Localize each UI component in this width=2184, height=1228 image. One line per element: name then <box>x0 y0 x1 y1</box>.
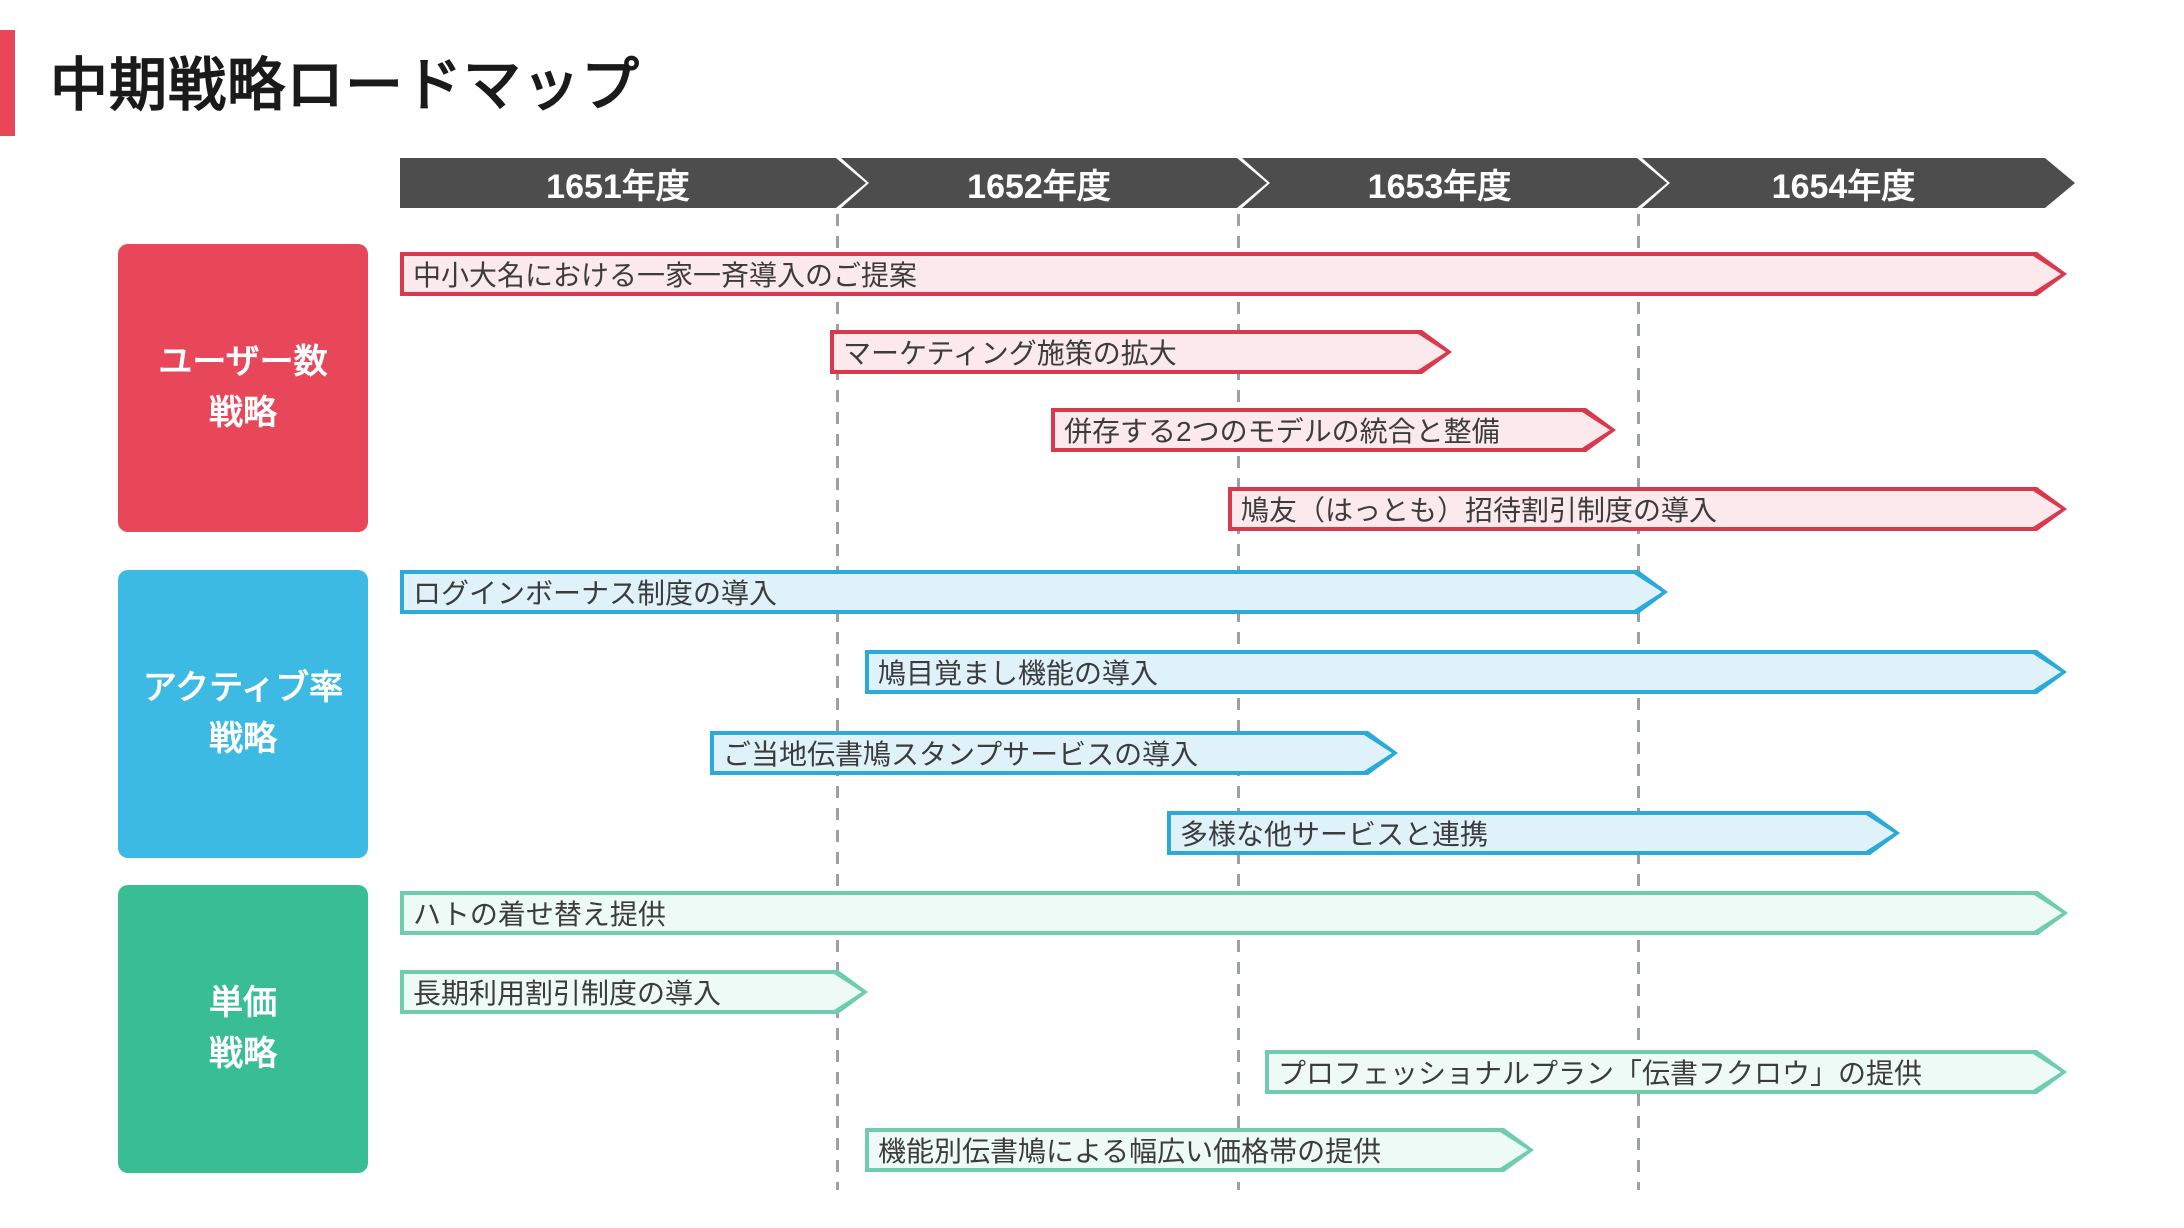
title-accent-bar <box>0 30 15 136</box>
group-label-text: 戦略 <box>209 394 277 432</box>
roadmap-bar-fill <box>1055 412 1610 448</box>
roadmap-bar: 機能別伝書鳩による幅広い価格帯の提供 <box>865 1128 1534 1172</box>
year-gridline <box>1237 214 1240 1190</box>
timeline-year-label: 1653年度 <box>1367 167 1512 206</box>
roadmap-bar-fill <box>404 895 2062 931</box>
timeline-year-label: 1654年度 <box>1771 167 1916 206</box>
roadmap-bar: 鳩友（はっとも）招待割引制度の導入 <box>1228 487 2067 531</box>
roadmap-bar-fill <box>404 974 862 1010</box>
roadmap-bar-fill <box>404 256 2061 292</box>
timeline-year-label: 1652年度 <box>967 167 1111 206</box>
roadmap-bar-label: 多様な他サービスと連携 <box>1180 819 1489 850</box>
group-label-box: アクティブ率戦略 <box>118 570 368 858</box>
roadmap-bar-label: ログインボーナス制度の導入 <box>413 578 778 609</box>
group-label-text: 戦略 <box>209 720 277 758</box>
roadmap-bar-label: マーケティング施策の拡大 <box>843 338 1177 369</box>
roadmap-bar: 多様な他サービスと連携 <box>1167 811 1900 855</box>
roadmap-bar-fill <box>834 334 1446 370</box>
roadmap-bar-label: 長期利用割引制度の導入 <box>413 978 722 1009</box>
roadmap-bar-label: 鳩友（はっとも）招待割引制度の導入 <box>1241 495 1718 526</box>
year-gridline <box>1637 214 1640 1190</box>
roadmap-bar: 長期利用割引制度の導入 <box>400 970 868 1014</box>
roadmap-bar: マーケティング施策の拡大 <box>830 330 1452 374</box>
roadmap-bar: ご当地伝書鳩スタンプサービスの導入 <box>710 731 1398 775</box>
roadmap-bar: ハトの着せ替え提供 <box>400 891 2068 935</box>
roadmap-bar: 中小大名における一家一斉導入のご提案 <box>400 252 2067 296</box>
roadmap-bar-label: 機能別伝書鳩による幅広い価格帯の提供 <box>878 1136 1382 1167</box>
roadmap-bar: 併存する2つのモデルの統合と整備 <box>1051 408 1616 452</box>
timeline-year-segment: 1651年度 <box>400 158 866 208</box>
roadmap-bar-fill <box>404 574 1662 610</box>
group-label-box: 単価戦略 <box>118 885 368 1173</box>
roadmap-bar-fill <box>1269 1054 2061 1090</box>
group-label-text: 単価 <box>209 983 277 1022</box>
timeline-year-label: 1651年度 <box>546 167 690 206</box>
timeline-year-segment: 1652年度 <box>841 158 1267 208</box>
group-label-text: 戦略 <box>209 1035 277 1073</box>
roadmap-bar-label: 併存する2つのモデルの統合と整備 <box>1064 416 1500 447</box>
group-label-box: ユーザー数戦略 <box>118 244 368 532</box>
group-label-text: ユーザー数 <box>158 342 328 381</box>
timeline-year-segment: 1653年度 <box>1242 158 1667 208</box>
roadmap-bar-label: 中小大名における一家一斉導入のご提案 <box>413 260 918 291</box>
roadmap-bar-fill <box>1171 815 1894 851</box>
roadmap-bar-fill <box>869 1132 1528 1168</box>
roadmap-bar-label: 鳩目覚まし機能の導入 <box>878 658 1159 689</box>
roadmap-bar-fill <box>869 654 2061 690</box>
roadmap-bar-label: プロフェッショナルプラン「伝書フクロウ」の提供 <box>1278 1058 1923 1089</box>
roadmap-bar-label: ハトの着せ替え提供 <box>413 899 666 930</box>
roadmap-bar-fill <box>1232 491 2061 527</box>
roadmap-bar: ログインボーナス制度の導入 <box>400 570 1668 614</box>
timeline-year-segment: 1654年度 <box>1642 158 2075 208</box>
roadmap-bar: 鳩目覚まし機能の導入 <box>865 650 2067 694</box>
year-gridline <box>836 214 839 1190</box>
group-label-text: アクティブ率 <box>142 668 344 707</box>
page-title: 中期戦略ロードマップ <box>50 53 641 118</box>
roadmap-bar-fill <box>714 735 1392 771</box>
roadmap-bar-label: ご当地伝書鳩スタンプサービスの導入 <box>723 739 1199 770</box>
roadmap-bar: プロフェッショナルプラン「伝書フクロウ」の提供 <box>1265 1050 2067 1094</box>
